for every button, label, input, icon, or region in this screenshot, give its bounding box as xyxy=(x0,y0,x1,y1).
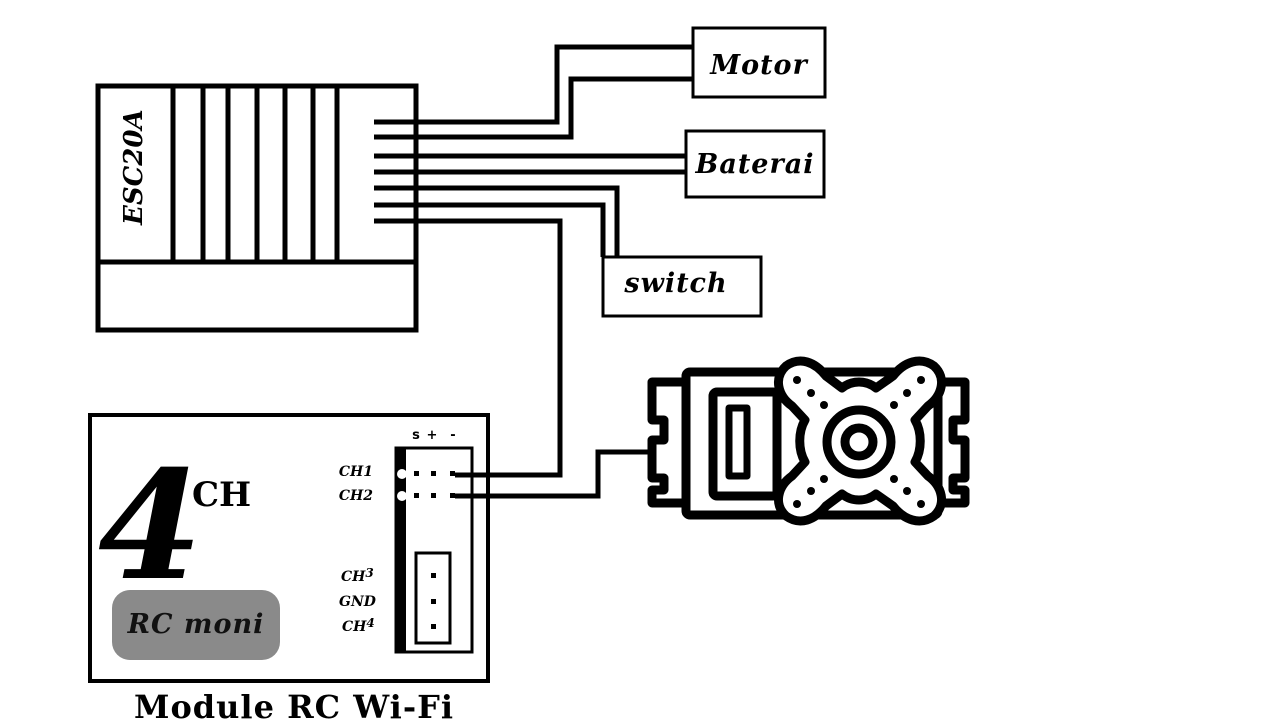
esc-heatsink-fins xyxy=(170,86,340,262)
channel-count-suffix: CH xyxy=(192,475,251,515)
module-caption: Module RC Wi-Fi xyxy=(134,688,454,720)
wire-signal-ch1 xyxy=(374,218,563,478)
battery-box: Baterai xyxy=(684,129,826,199)
ch4-sup: 4 xyxy=(366,616,374,630)
esc-block: ESC20A xyxy=(95,83,419,333)
wire-motor-1 xyxy=(374,44,693,125)
pin-label-signal: s xyxy=(412,428,420,443)
gnd-label: GND xyxy=(339,594,377,610)
wire-switch-2 xyxy=(374,202,606,257)
ch1-label: CH1 xyxy=(339,464,373,480)
switch-label: switch xyxy=(623,268,727,299)
switch-box: switch xyxy=(601,255,763,318)
pin-header-edge xyxy=(396,448,406,652)
channel-count: 4 xyxy=(98,438,202,614)
wire-motor-2 xyxy=(374,76,693,140)
servo-motor-icon xyxy=(647,356,970,526)
pin-label-plus: + xyxy=(427,428,438,443)
ch2-pins xyxy=(397,491,455,501)
motor-label: Motor xyxy=(709,50,808,81)
ch2-label: CH2 xyxy=(339,488,373,504)
ch1-pins xyxy=(397,469,455,479)
rc-module: 4 CH RC moni s + - xyxy=(88,413,490,720)
wire-servo-ch2 xyxy=(455,449,652,499)
aux-socket-pins xyxy=(431,573,436,629)
ch4-label: CH4 xyxy=(342,616,375,635)
rc-module-body xyxy=(88,413,490,683)
ch3-label: CH3 xyxy=(341,566,374,585)
rc-moni-label: RC moni xyxy=(127,609,265,640)
rc-moni-badge xyxy=(112,590,280,660)
esc-label: ESC20A xyxy=(119,109,149,226)
wire-switch-1 xyxy=(374,185,620,257)
ch3-sup: 3 xyxy=(365,566,373,580)
esc-wires xyxy=(374,44,693,478)
battery-label: Baterai xyxy=(695,149,815,180)
pin-header xyxy=(394,446,474,654)
aux-socket xyxy=(414,551,452,645)
pin-label-minus: - xyxy=(450,428,455,443)
motor-box: Motor xyxy=(691,26,827,99)
